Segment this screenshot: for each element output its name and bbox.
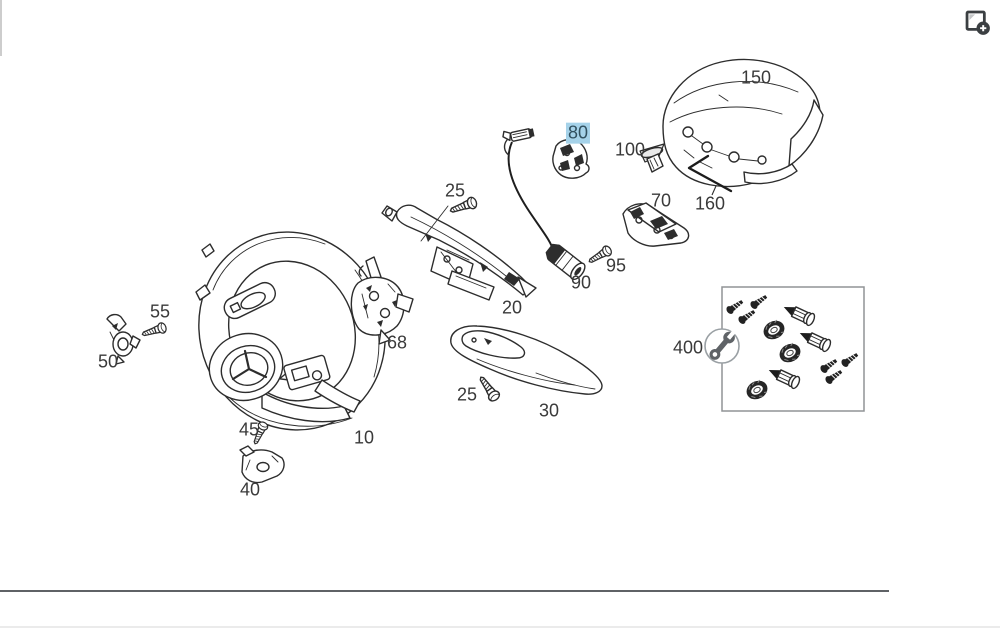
screw-25-lower-drawing	[475, 373, 502, 404]
part-80-drawing	[552, 138, 590, 179]
part-label-160[interactable]: 160	[694, 193, 726, 214]
part-label-45[interactable]: 45	[238, 419, 260, 440]
part-label-20[interactable]: 20	[501, 297, 523, 318]
enlarge-image-icon	[965, 10, 990, 35]
part-label-25-upper[interactable]: 25	[444, 180, 466, 201]
part-label-100[interactable]: 100	[614, 139, 646, 160]
cable-drawing	[503, 139, 554, 251]
part-label-400[interactable]: 400	[672, 337, 704, 358]
part-20-drawing	[381, 204, 537, 301]
part-label-55[interactable]: 55	[149, 301, 171, 322]
part-label-10[interactable]: 10	[353, 427, 375, 448]
part-150-drawing	[662, 58, 824, 188]
part-160-leader-line	[687, 154, 733, 196]
part-68-drawing	[350, 256, 414, 345]
screw-55-drawing	[140, 321, 169, 340]
enlarge-image-button[interactable]	[963, 8, 993, 38]
part-label-150[interactable]: 150	[740, 67, 772, 88]
part-label-50[interactable]: 50	[97, 351, 119, 372]
part-label-70[interactable]: 70	[650, 190, 672, 211]
part-label-80-highlighted[interactable]: 80	[565, 122, 591, 144]
part-400-kit-box-drawing	[704, 286, 865, 412]
part-label-95[interactable]: 95	[605, 255, 627, 276]
part-label-68[interactable]: 68	[386, 332, 408, 353]
part-100-drawing	[639, 143, 665, 173]
part-label-90[interactable]: 90	[570, 272, 592, 293]
part-70-drawing	[622, 202, 690, 247]
part-40-drawing	[239, 445, 285, 484]
part-50-drawing	[106, 313, 141, 365]
bottom-separator-line	[0, 590, 889, 592]
part-90-connector-drawing	[545, 243, 586, 281]
part-30-drawing	[450, 325, 603, 395]
pin-drawing	[502, 128, 535, 142]
part-label-30[interactable]: 30	[538, 400, 560, 421]
bottom-edge-line	[0, 626, 1000, 628]
wrench-icon	[709, 330, 736, 360]
part-10-steering-wheel-drawing	[195, 231, 386, 431]
part-label-25-lower[interactable]: 25	[456, 384, 478, 405]
part-label-40[interactable]: 40	[239, 479, 261, 500]
left-border-line	[0, 0, 2, 56]
